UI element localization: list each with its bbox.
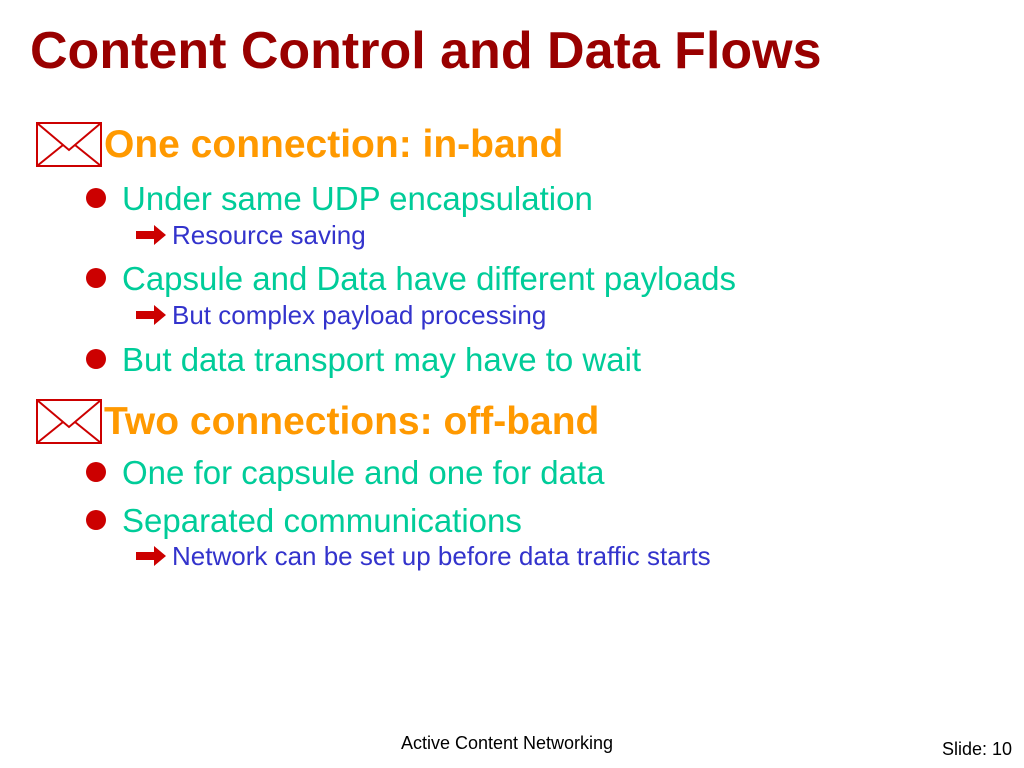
arrow-right-icon — [134, 544, 168, 568]
bullet-dot-icon — [86, 462, 106, 482]
bullet-level2-wait: But data transport may have to wait — [86, 339, 641, 379]
bullet-text: One connection: in-band — [104, 122, 564, 166]
bullet-dot-icon — [86, 268, 106, 288]
bullet-level2-payloads: Capsule and Data have different payloads — [86, 258, 736, 298]
bullet-level3-complex: But complex payload processing — [134, 299, 546, 331]
bullet-text: But data transport may have to wait — [122, 340, 642, 378]
bullet-text: But complex payload processing — [172, 300, 547, 330]
bullet-dot-icon — [86, 349, 106, 369]
bullet-text: Under same UDP encapsulation — [122, 179, 593, 217]
bullet-dot-icon — [86, 188, 106, 208]
arrow-right-icon — [134, 223, 168, 247]
bullet-text: Network can be set up before data traffi… — [172, 541, 711, 571]
envelope-icon — [36, 120, 102, 168]
bullet-level1-off-band: Two connections: off-band — [36, 394, 599, 448]
bullet-level2-udp: Under same UDP encapsulation — [86, 178, 593, 218]
bullet-level2-capsule-data: One for capsule and one for data — [86, 452, 605, 492]
footer-presentation-title: Active Content Networking — [400, 733, 614, 753]
bullet-dot-icon — [86, 510, 106, 530]
bullet-text: Two connections: off-band — [104, 399, 600, 443]
arrow-right-icon — [134, 303, 168, 327]
bullet-text: Capsule and Data have different payloads — [122, 259, 736, 297]
bullet-level3-resource: Resource saving — [134, 219, 366, 251]
bullet-level3-network: Network can be set up before data traffi… — [134, 540, 711, 572]
envelope-icon — [36, 397, 102, 445]
bullet-level2-separated: Separated communications — [86, 500, 522, 540]
bullet-text: One for capsule and one for data — [122, 453, 605, 491]
bullet-level1-in-band: One connection: in-band — [36, 117, 563, 171]
slide-number: Slide: 10 — [941, 739, 1012, 759]
slide-title: Content Control and Data Flows — [30, 22, 822, 80]
bullet-text: Resource saving — [172, 220, 366, 250]
bullet-text: Separated communications — [122, 501, 522, 539]
